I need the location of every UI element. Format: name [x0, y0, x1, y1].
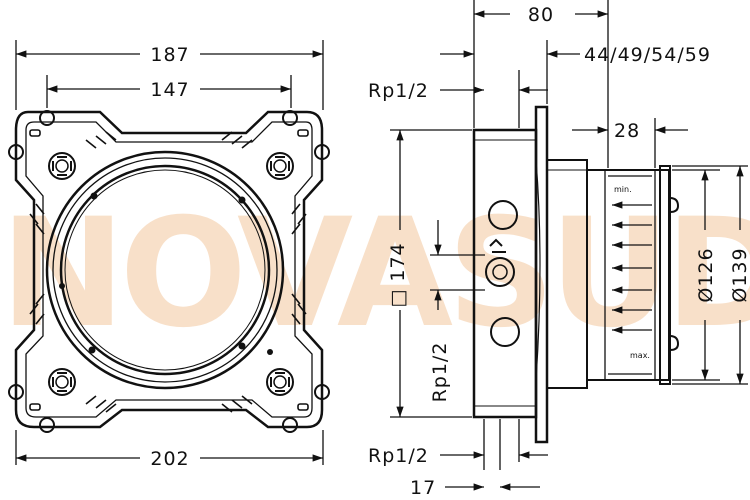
side-view	[390, 0, 748, 491]
dim-202: 202	[150, 448, 189, 470]
dim-147: 147	[150, 79, 189, 101]
dim-80: 80	[528, 4, 554, 26]
dim-44-49-54-59: 44/49/54/59	[584, 44, 711, 66]
bolt-bottom-left	[48, 368, 76, 396]
dim-17: 17	[410, 477, 436, 499]
dim-dia-139: Ø139	[729, 247, 750, 302]
port-top	[488, 200, 518, 230]
min-label: min.	[614, 185, 632, 194]
watermark-text: NOVASUD	[0, 187, 750, 361]
dim-dia-126: Ø126	[695, 247, 717, 302]
dim-rp-top: Rp1/2	[368, 80, 429, 102]
bolt-top-right	[266, 152, 294, 180]
bolt-bottom-right	[266, 368, 294, 396]
dim-174: □ 174	[387, 242, 409, 307]
dim-187: 187	[150, 44, 189, 66]
front-view	[8, 40, 330, 465]
port-mid	[485, 257, 515, 287]
dim-28: 28	[614, 120, 640, 142]
dim-rp-mid: Rp1/2	[429, 342, 451, 403]
max-label: max.	[630, 351, 650, 360]
bolt-top-left	[48, 152, 76, 180]
mounting-plate	[14, 110, 324, 429]
dim-rp-bottom: Rp1/2	[368, 445, 429, 467]
port-bottom	[490, 317, 520, 347]
outer-ring	[45, 150, 285, 390]
